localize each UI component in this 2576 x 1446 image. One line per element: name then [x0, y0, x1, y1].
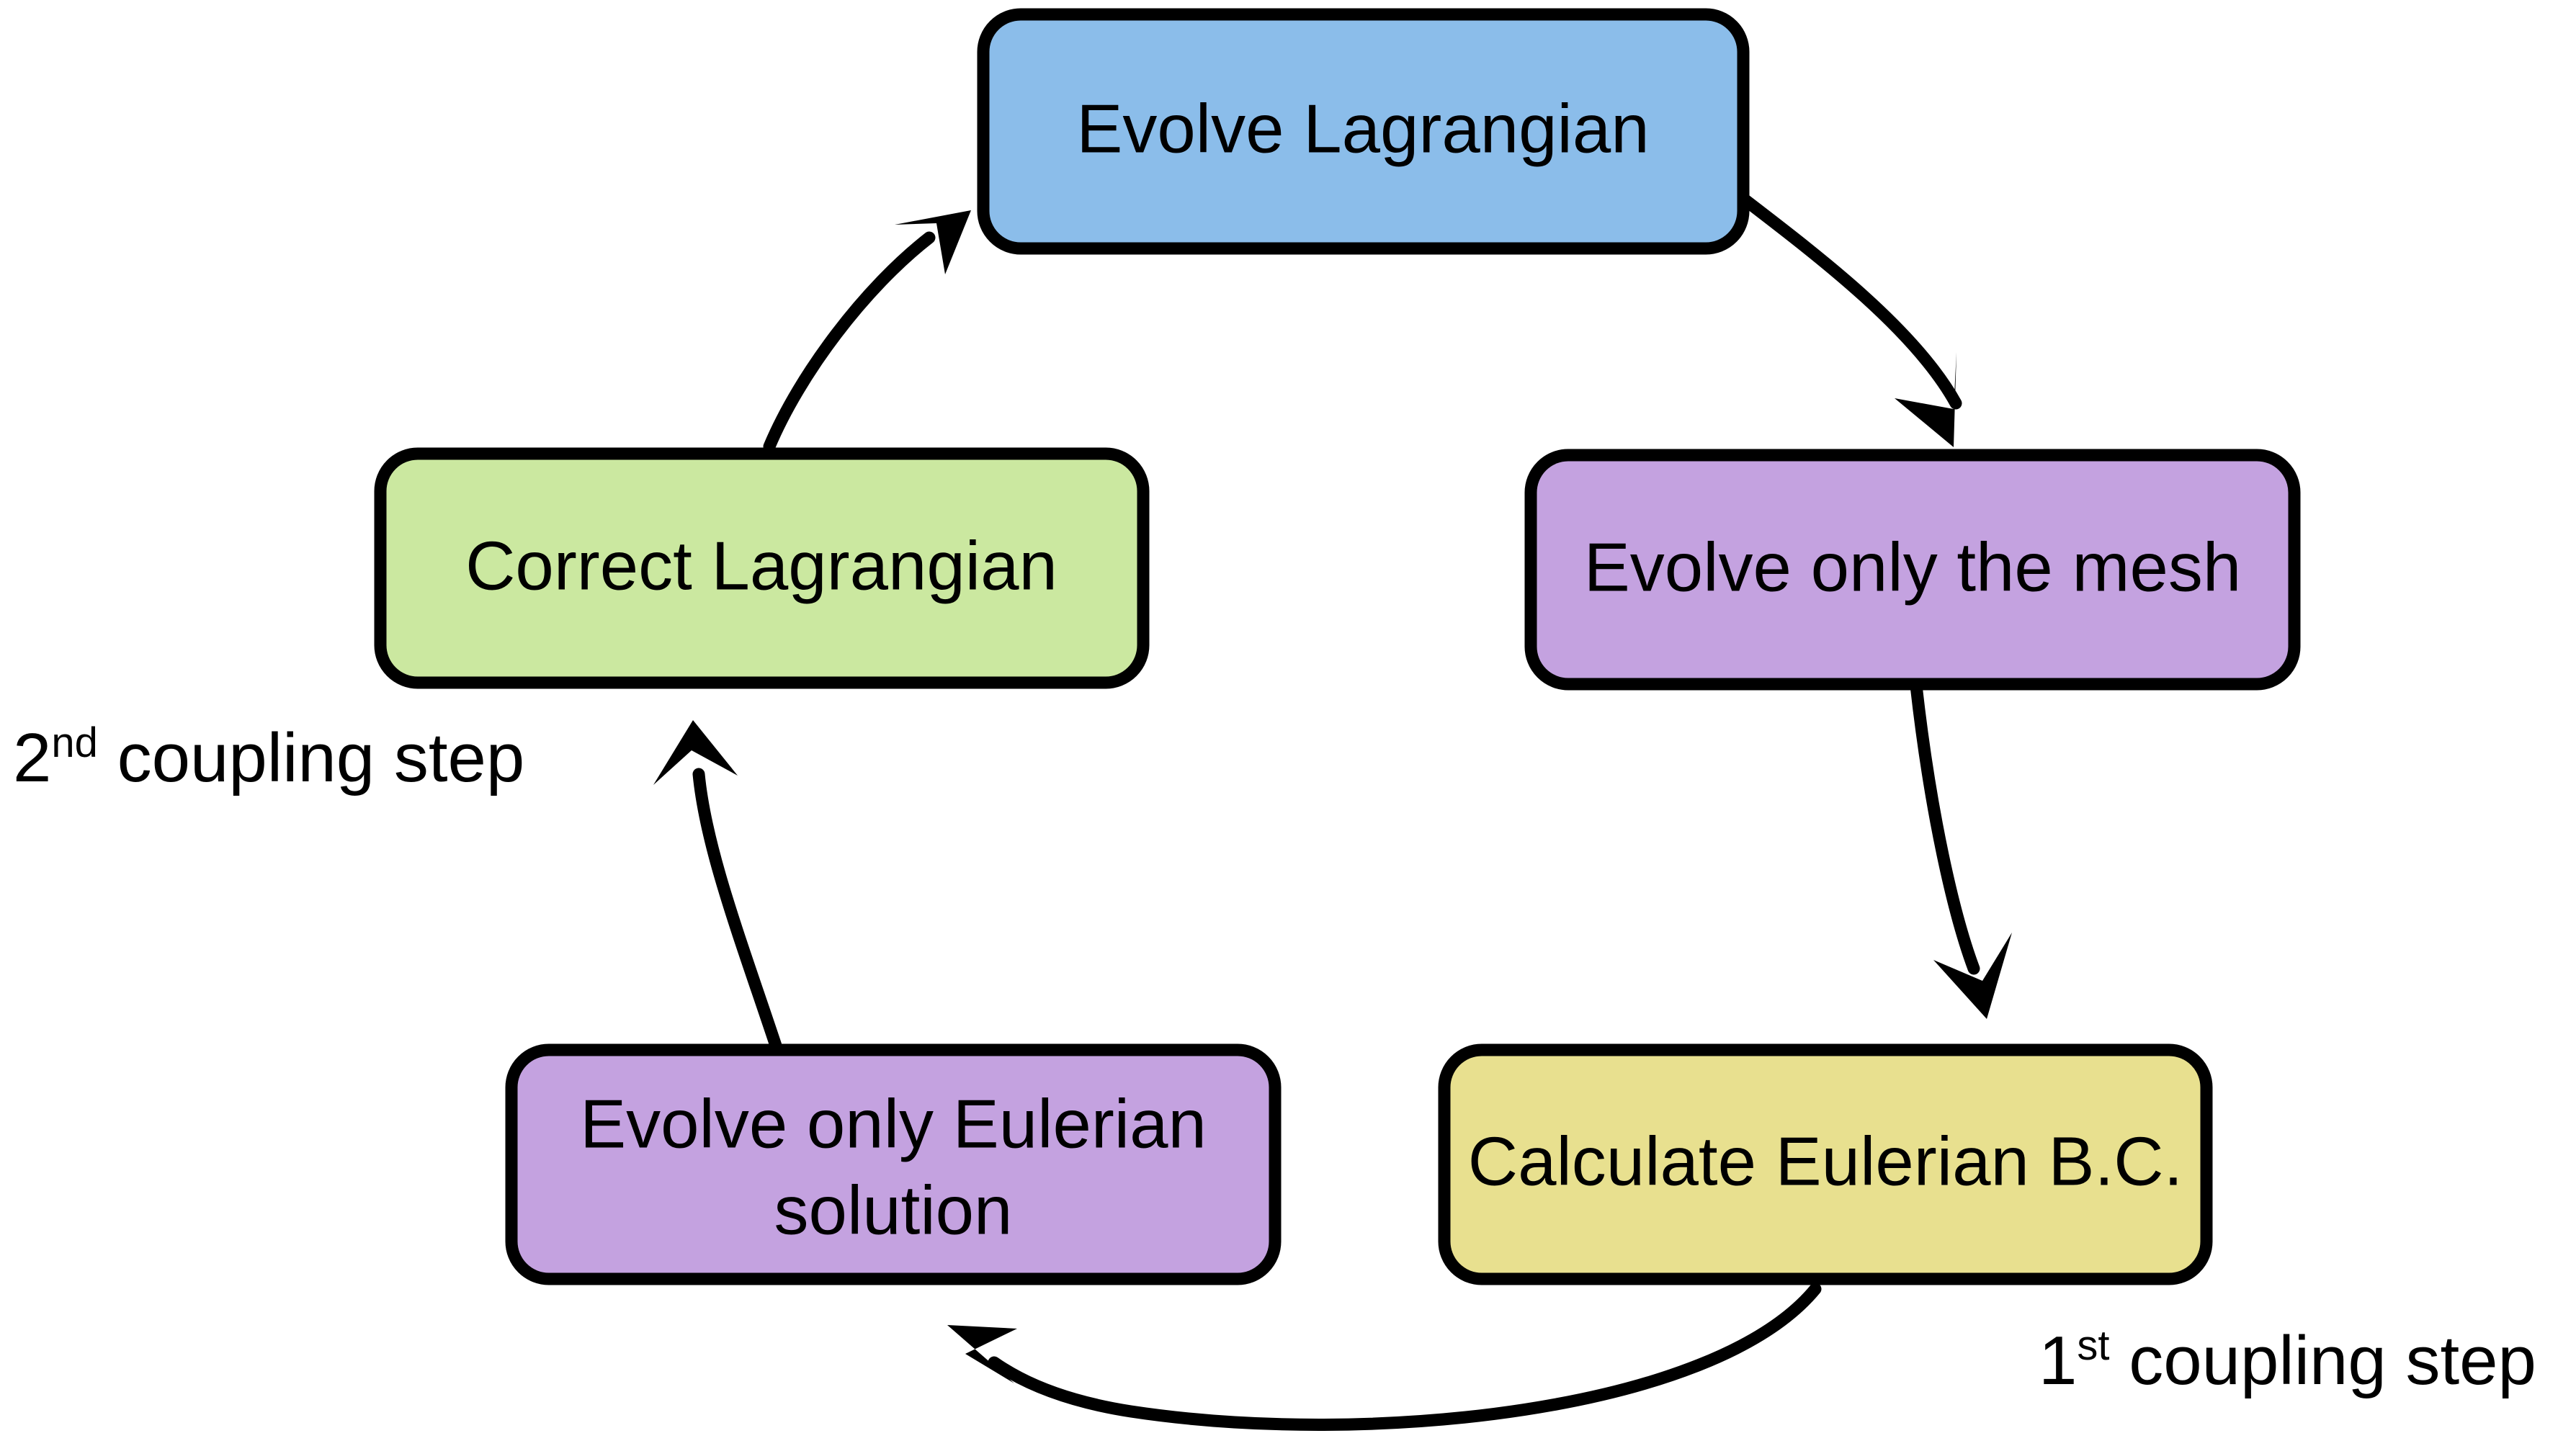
- arrowhead-icon: [653, 720, 738, 785]
- caption-rest: coupling step: [98, 719, 524, 796]
- node-label: Evolve Lagrangian: [1076, 90, 1649, 167]
- node-box[interactable]: [505, 1043, 1282, 1285]
- edge-path: [1910, 679, 1980, 975]
- caption-second-coupling-step: 2nd coupling step: [13, 719, 524, 796]
- caption-first-coupling-step: 1st coupling step: [2039, 1322, 2536, 1399]
- node-evolve-only-eulerian-solution[interactable]: Evolve only Eulerian solution: [505, 1043, 1282, 1285]
- node-box[interactable]: [977, 8, 1750, 255]
- edge-eulerian-solution-to-correct: [653, 720, 783, 1054]
- arrowhead-icon: [1895, 352, 1956, 447]
- node-correct-lagrangian[interactable]: Correct Lagrangian: [374, 447, 1150, 689]
- edge-path: [763, 231, 936, 453]
- node-label: Calculate Eulerian B.C.: [1468, 1123, 2183, 1200]
- node-evolve-only-mesh[interactable]: Evolve only the mesh: [1524, 449, 2301, 691]
- edge-lagrangian-to-mesh: [1739, 194, 1962, 447]
- node-calculate-eulerian-bc[interactable]: Calculate Eulerian B.C.: [1438, 1043, 2213, 1285]
- node-label: Evolve only the mesh: [1584, 529, 2241, 606]
- node-box[interactable]: [1524, 449, 2301, 691]
- caption-number: 1: [2039, 1322, 2077, 1399]
- caption-number: 2: [13, 719, 51, 796]
- edge-eulerian-bc-to-eulerian-solution: [947, 1283, 1822, 1431]
- arrowhead-icon: [947, 1325, 1017, 1383]
- edge-path: [692, 768, 783, 1054]
- caption-second-coupling-step-text: 2nd coupling step: [13, 719, 524, 796]
- node-label-line2: solution: [774, 1172, 1013, 1249]
- edge-correct-to-lagrangian: [763, 210, 971, 453]
- edge-path: [988, 1283, 1822, 1431]
- node-label-line1: Evolve only Eulerian: [580, 1085, 1207, 1162]
- edge-path: [1739, 194, 1962, 410]
- caption-rest: coupling step: [2110, 1322, 2536, 1399]
- caption-ordinal: st: [2077, 1322, 2109, 1369]
- caption-ordinal: nd: [51, 719, 98, 766]
- node-box[interactable]: [1438, 1043, 2213, 1285]
- edge-mesh-to-eulerian-bc: [1910, 679, 2012, 1019]
- node-box[interactable]: [374, 447, 1150, 689]
- arrowhead-icon: [895, 210, 971, 274]
- arrowhead-icon: [1933, 933, 2012, 1019]
- node-label: Correct Lagrangian: [465, 527, 1057, 604]
- caption-first-coupling-step-text: 1st coupling step: [2039, 1322, 2536, 1399]
- node-evolve-lagrangian[interactable]: Evolve Lagrangian: [977, 8, 1750, 255]
